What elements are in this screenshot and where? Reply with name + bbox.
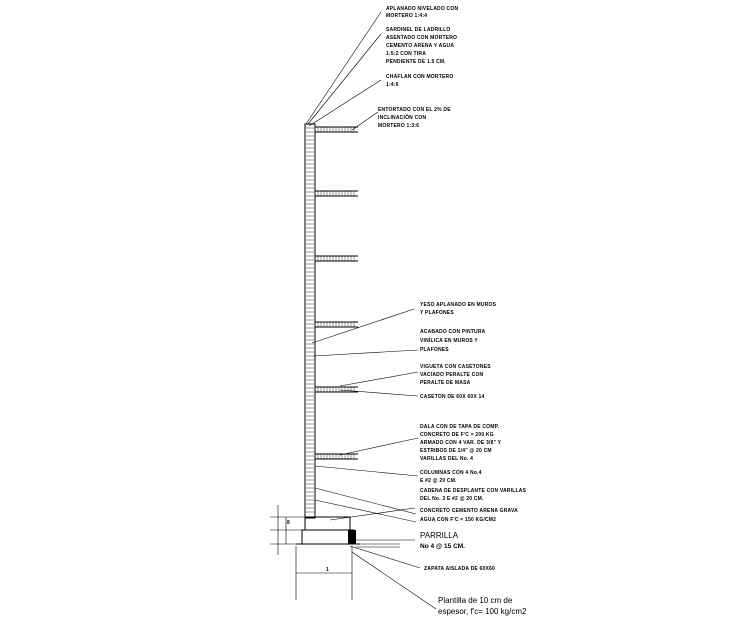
svg-text:AGUA CON F'C = 150 KG/CM2: AGUA CON F'C = 150 KG/CM2 (420, 517, 496, 523)
svg-text:CADENA DE DESPLANTE CON VARILL: CADENA DE DESPLANTE CON VARILLAS (420, 488, 527, 494)
note-chaflan: CHAFLAN CON MORTERO 1:4:6 (386, 74, 453, 88)
note-zapata: ZAPATA AISLADA DE 60X60 (424, 566, 495, 572)
svg-text:CASETON DE 60X 60X 14: CASETON DE 60X 60X 14 (420, 394, 484, 400)
svg-text:No 4 @ 15 CM.: No 4 @ 15 CM. (420, 543, 465, 550)
svg-text:YESO APLANADO EN MUROS: YESO APLANADO EN MUROS (420, 302, 497, 308)
footing-width-dimension: 1 (326, 567, 329, 573)
svg-text:Y PLAFONES: Y PLAFONES (420, 310, 454, 316)
wall (304, 123, 316, 519)
svg-text:PLAFONES: PLAFONES (420, 347, 449, 353)
svg-text:PENDIENTE DE 1.5 CM.: PENDIENTE DE 1.5 CM. (386, 59, 446, 65)
note-sardinel: SARDINEL DE LADRILLO ASENTADO CON MORTER… (386, 27, 457, 65)
svg-text:PARRILLA: PARRILLA (420, 531, 459, 540)
note-cadena: CADENA DE DESPLANTE CON VARILLAS DEL No.… (420, 488, 527, 502)
note-entortado: ENTORTADO CON EL 2% DE INCLINACIÓN CON M… (378, 107, 451, 129)
svg-text:MORTERO 1:3:6: MORTERO 1:3:6 (378, 123, 419, 129)
slab-level (315, 453, 358, 460)
note-concreto: CONCRETO CEMENTO ARENA GRAVA AGUA CON F'… (420, 508, 518, 523)
slab-level (315, 255, 358, 262)
svg-text:CONCRETO DE F'C = 200 KG: CONCRETO DE F'C = 200 KG (420, 432, 494, 438)
slab-level (315, 126, 358, 133)
footing-height-dimension: 8 (287, 520, 290, 526)
svg-text:INCLINACIÓN CON: INCLINACIÓN CON (378, 113, 426, 121)
note-plantilla: Plantilla de 10 cm de espesor, f'c= 100 … (438, 596, 527, 616)
svg-text:ESTRIBOS DE 1/4" @ 20 CM: ESTRIBOS DE 1/4" @ 20 CM (420, 448, 492, 454)
note-dala: DALA CON DE TAPA DE COMP. CONCRETO DE F'… (420, 424, 502, 462)
note-casetones: CASETON DE 60X 60X 14 (420, 394, 484, 400)
svg-text:CONCRETO CEMENTO ARENA GRAVA: CONCRETO CEMENTO ARENA GRAVA (420, 508, 518, 514)
svg-text:1:4:6: 1:4:6 (386, 82, 399, 88)
leader-lines (305, 11, 437, 610)
note-vigueta: VIGUETA CON CASETONES VACIADO PERALTE CO… (420, 364, 491, 386)
note-aplanado: APLANADO NIVELADO CON MORTERO 1:4:4 (386, 6, 458, 19)
svg-text:ASENTADO CON MORTERO: ASENTADO CON MORTERO (386, 35, 457, 41)
note-yeso: YESO APLANADO EN MUROS Y PLAFONES (420, 302, 497, 316)
foundation (270, 505, 400, 600)
floor-slabs (315, 126, 358, 460)
svg-text:VARILLAS DEL No. 4: VARILLAS DEL No. 4 (420, 456, 473, 462)
note-columnas: COLUMNAS CON 4 No.4 E #2 @ 20 CM. (420, 470, 482, 484)
svg-text:espesor, f'c= 100 kg/cm2: espesor, f'c= 100 kg/cm2 (438, 607, 527, 616)
slab-level (315, 190, 358, 197)
slab-level (315, 386, 358, 393)
svg-text:COLUMNAS CON 4 No.4: COLUMNAS CON 4 No.4 (420, 470, 482, 476)
svg-text:CEMENTO ARENA Y AGUA: CEMENTO ARENA Y AGUA (386, 43, 454, 49)
slab-level (315, 321, 358, 328)
svg-text:APLANADO NIVELADO CON: APLANADO NIVELADO CON (386, 6, 458, 12)
svg-text:PERALTE DE MASA: PERALTE DE MASA (420, 380, 471, 386)
svg-text:CHAFLAN CON MORTERO: CHAFLAN CON MORTERO (386, 74, 453, 80)
svg-text:1:5:2 CON TIRA: 1:5:2 CON TIRA (386, 51, 426, 57)
svg-text:MORTERO 1:4:4: MORTERO 1:4:4 (386, 13, 427, 19)
note-acabado: ACABADO CON PINTURA VINÍLICA EN MUROS Y … (420, 329, 486, 353)
svg-text:ENTORTADO CON EL 2% DE: ENTORTADO CON EL 2% DE (378, 107, 451, 113)
svg-text:Plantilla de 10 cm de: Plantilla de 10 cm de (438, 596, 513, 605)
svg-text:DEL No. 3 E #2 @ 20 CM.: DEL No. 3 E #2 @ 20 CM. (420, 496, 484, 502)
svg-text:SARDINEL DE LADRILLO: SARDINEL DE LADRILLO (386, 27, 450, 33)
note-parrilla: PARRILLA No 4 @ 15 CM. (420, 531, 465, 550)
svg-text:DALA CON DE TAPA DE COMP.: DALA CON DE TAPA DE COMP. (420, 424, 499, 430)
svg-text:VINÍLICA EN MUROS Y: VINÍLICA EN MUROS Y (420, 336, 478, 344)
svg-text:VIGUETA CON CASETONES: VIGUETA CON CASETONES (420, 364, 491, 370)
svg-text:ZAPATA AISLADA DE 60X60: ZAPATA AISLADA DE 60X60 (424, 566, 495, 572)
svg-text:ARMADO CON 4 VAR. DE 3/8" Y: ARMADO CON 4 VAR. DE 3/8" Y (420, 440, 502, 446)
svg-text:VACIADO PERALTE CON: VACIADO PERALTE CON (420, 372, 484, 378)
svg-text:E #2 @ 20 CM.: E #2 @ 20 CM. (420, 478, 457, 484)
svg-text:ACABADO CON PINTURA: ACABADO CON PINTURA (420, 329, 486, 335)
